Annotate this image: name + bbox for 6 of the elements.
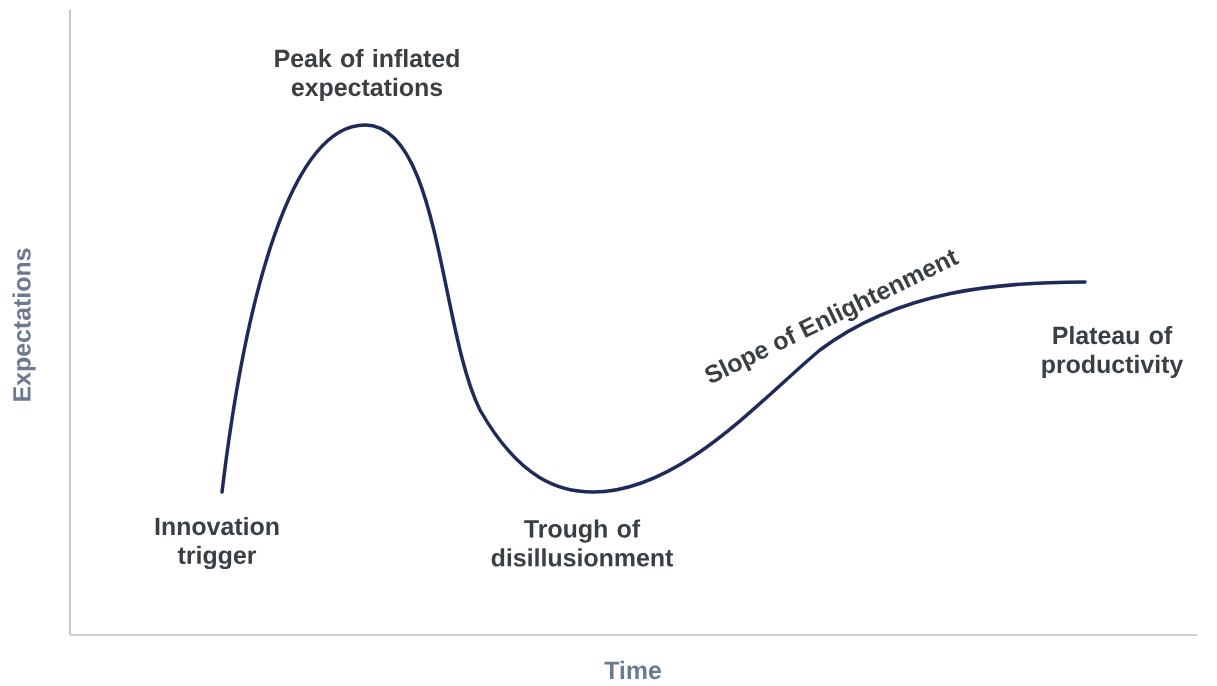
axis-title: Time bbox=[604, 660, 661, 680]
phase-label: Innovation trigger bbox=[155, 516, 279, 570]
phase-label: Peak of inflated expectations bbox=[275, 48, 459, 102]
phase-label: Trough of disillusionment bbox=[491, 519, 674, 567]
phase-label: Plateau of productivity bbox=[1042, 325, 1184, 379]
axis-title: Expectations bbox=[12, 248, 36, 401]
